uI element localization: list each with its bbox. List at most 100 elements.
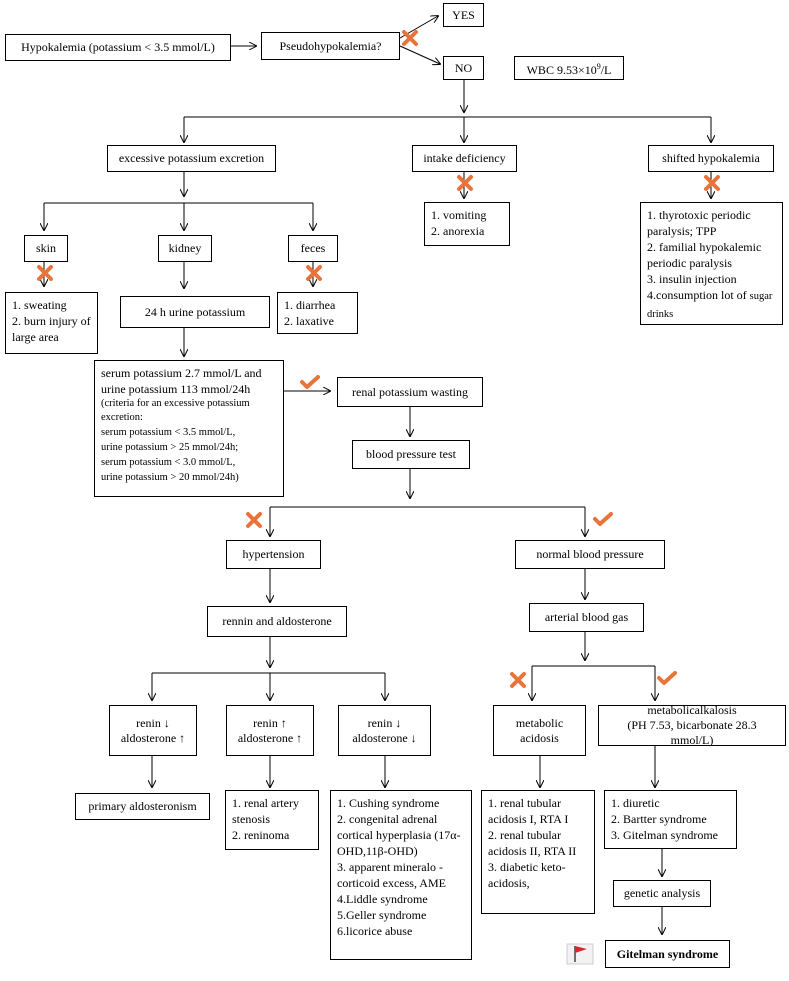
excretion-label: excessive potassium excretion [118, 151, 265, 165]
normal-bp-box: normal blood pressure [515, 540, 665, 569]
yes-box: YES [443, 3, 484, 27]
list-item: 1. thyrotoxic periodic paralysis; TPP [647, 208, 751, 238]
cushing-list: 1. Cushing syndrome 2. congenital adrena… [330, 790, 472, 960]
wbc-label: WBC 9.53×109/L [526, 61, 612, 77]
rennin-box: rennin and aldosterone [207, 606, 347, 637]
pseudohypokalemia-label: Pseudohypokalemia? [279, 38, 382, 53]
metabolic-alkalosis-box: metabolicalkalosis (PH 7.53, bicarbonate… [598, 703, 786, 747]
list-item: 2. burn injury of large area [12, 314, 91, 344]
aldosterone-line: aldosterone ↑ [237, 730, 303, 745]
renin-low-aldo-high-box: renin ↓ aldosterone ↑ [109, 705, 197, 756]
list-item: 2. reninoma [232, 828, 290, 842]
serum-line: urine potassium 113 mmol/24h [101, 382, 251, 396]
genetic-analysis-box: genetic analysis [613, 880, 711, 907]
criteria-line: urine potassium > 25 mmol/24h; [101, 442, 239, 453]
rennin-label: rennin and aldosterone [222, 614, 332, 628]
skin-label: skin [35, 241, 56, 255]
aldosterone-line: aldosterone ↑ [120, 730, 186, 745]
renal-artery-list: 1. renal artery stenosis 2. reninoma [225, 790, 319, 850]
intake-box: intake deficiency [412, 145, 517, 172]
check-icon [593, 512, 613, 526]
bp-test-label: blood pressure test [366, 447, 456, 461]
cross-icon [246, 512, 262, 528]
hypokalemia-label: Hypokalemia (potassium < 3.5 mmol/L) [21, 40, 215, 54]
hypertension-box: hypertension [226, 540, 321, 569]
list-item: 1. vomiting [431, 208, 487, 222]
hypokalemia-box: Hypokalemia (potassium < 3.5 mmol/L) [5, 34, 231, 61]
abg-box: arterial blood gas [529, 603, 644, 632]
cross-icon [37, 265, 53, 281]
diuretic-list: 1. diuretic 2. Bartter syndrome 3. Gitel… [604, 790, 737, 849]
criteria-line: urine potassium > 20 mmol/24h) [101, 472, 239, 483]
cross-icon [457, 175, 473, 191]
list-item: 1. renal tubular acidosis I, RTA I [488, 796, 569, 826]
list-item: 1. diarrhea [284, 298, 336, 312]
urine24-box: 24 h urine potassium [120, 296, 270, 328]
cross-icon [704, 175, 720, 191]
list-item: 3. apparent mineralo -corticoid excess, … [337, 860, 446, 890]
normal-bp-label: normal blood pressure [536, 547, 644, 561]
kidney-label: kidney [168, 241, 202, 255]
yes-label: YES [452, 7, 475, 22]
renin-high-aldo-high-box: renin ↑ aldosterone ↑ [226, 705, 314, 756]
pseudohypokalemia-box: Pseudohypokalemia? [261, 32, 400, 60]
feces-list: 1. diarrhea 2. laxative [277, 292, 358, 334]
gitelman-box: Gitelman syndrome [605, 940, 730, 968]
shifted-label: shifted hypokalemia [662, 151, 760, 165]
hypertension-label: hypertension [242, 547, 305, 561]
criteria-line: (criteria for an excessive potassium exc… [101, 398, 250, 423]
list-item: 1. renal artery stenosis [232, 796, 299, 826]
list-item: 2. Bartter syndrome [611, 812, 707, 826]
list-item: 3. diabetic keto-acidosis, [488, 860, 566, 890]
alkalosis-line: metabolicalkalosis [647, 703, 737, 717]
gitelman-label: Gitelman syndrome [616, 946, 719, 961]
list-item: 6.licorice abuse [337, 924, 413, 938]
urine24-label: 24 h urine potassium [144, 304, 246, 319]
feces-label: feces [300, 241, 326, 255]
primary-aldosteronism-label: primary aldosteronism [88, 799, 197, 813]
renin-line: renin ↓ [136, 715, 170, 730]
list-item: 2. congenital adrenal cortical hyperplas… [337, 812, 461, 858]
list-item: 3. insulin injection [647, 272, 737, 286]
check-icon [300, 375, 320, 389]
renin-low-aldo-low-box: renin ↓ aldosterone ↓ [338, 705, 431, 756]
wbc-box: WBC 9.53×109/L [514, 56, 624, 80]
check-icon [657, 671, 677, 685]
list-item: 2. anorexia [431, 224, 485, 238]
primary-aldosteronism-box: primary aldosteronism [75, 793, 210, 820]
serum-line: serum potassium 2.7 mmol/L and [101, 366, 262, 380]
cross-icon [306, 265, 322, 281]
list-item: 1. Cushing syndrome [337, 796, 440, 810]
intake-list: 1. vomiting 2. anorexia [424, 202, 510, 246]
renal-wasting-label: renal potassium wasting [352, 384, 468, 399]
rta-list: 1. renal tubular acidosis I, RTA I 2. re… [481, 790, 595, 914]
serum-criteria-box: serum potassium 2.7 mmol/L and urine pot… [94, 360, 284, 497]
list-item: 2. renal tubular acidosis II, RTA II [488, 828, 577, 858]
skin-box: skin [24, 235, 68, 262]
no-box: NO [443, 56, 484, 80]
intake-label: intake deficiency [423, 151, 506, 165]
criteria-line: serum potassium < 3.5 mmol/L, [101, 427, 236, 438]
flag-icon [566, 943, 594, 965]
list-item: 3. Gitelman syndrome [611, 828, 718, 842]
list-item: 2. familial hypokalemic periodic paralys… [647, 240, 762, 270]
list-item: 4.consumption lot of sugar drinks [647, 288, 773, 320]
metabolic-acidosis-box: metabolic acidosis [493, 705, 586, 756]
bp-test-box: blood pressure test [352, 440, 470, 469]
renin-line: renin ↓ [367, 715, 402, 730]
feces-box: feces [288, 235, 338, 262]
cross-icon [510, 672, 526, 688]
list-item: 4.Liddle syndrome [337, 892, 428, 906]
criteria-line: serum potassium < 3.0 mmol/L, [101, 457, 236, 468]
acidosis-line: metabolic [515, 715, 564, 730]
no-label: NO [454, 60, 473, 75]
list-item: 1. sweating [12, 298, 67, 312]
list-item: 5.Geller syndrome [337, 908, 427, 922]
renin-line: renin ↑ [253, 715, 287, 730]
skin-list: 1. sweating 2. burn injury of large area [5, 292, 98, 354]
cross-icon [402, 30, 418, 46]
alkalosis-line: (PH 7.53, bicarbonate 28.3 mmol/L) [627, 718, 757, 747]
renal-wasting-box: renal potassium wasting [337, 377, 483, 407]
